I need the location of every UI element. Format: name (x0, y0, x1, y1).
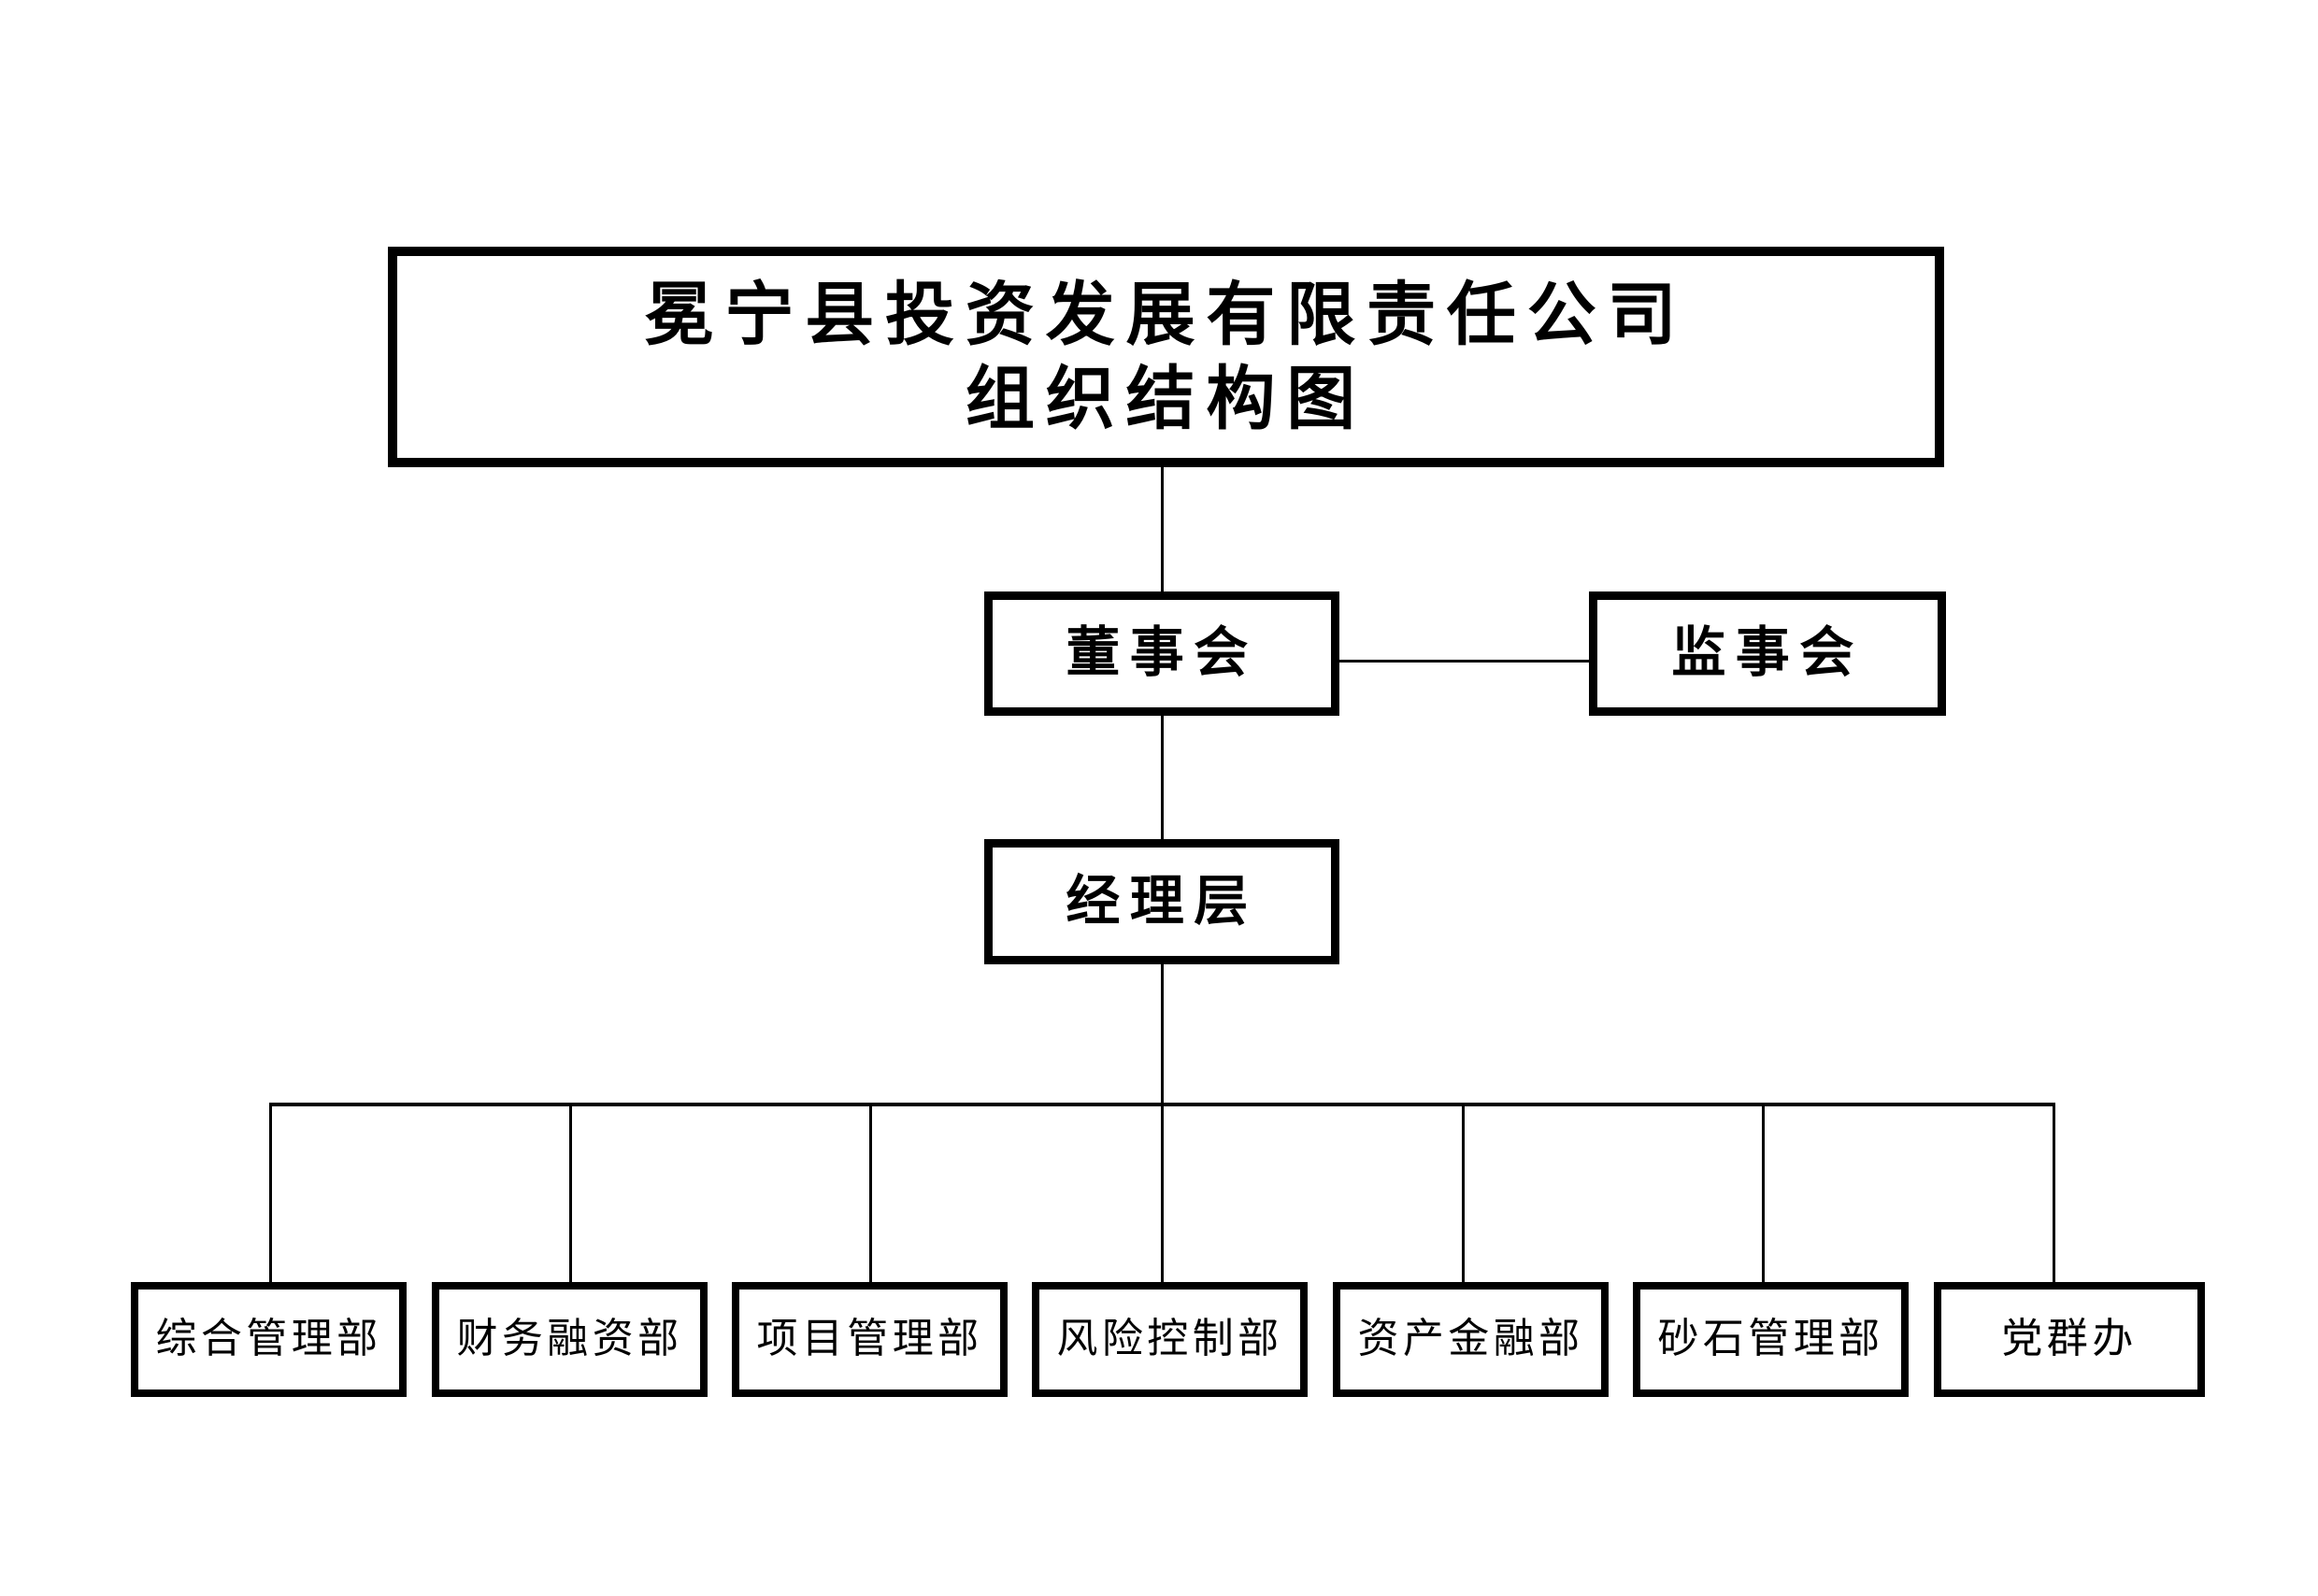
connector-board-to-supervisors (1339, 660, 1589, 663)
org-node-dept-label: 项目管理部 (756, 1316, 983, 1362)
org-root-title-text: 冕宁县投资发展有限责任公司 组织结构图 (644, 275, 1688, 437)
connector-drop-dept-3 (869, 1103, 872, 1284)
org-node-dept-label: 综合管理部 (155, 1316, 382, 1362)
connector-title-to-board (1161, 465, 1164, 593)
org-node-dept-label: 资产金融部 (1357, 1316, 1584, 1362)
org-node-dept-project-management: 项目管理部 (732, 1282, 1008, 1397)
connector-drop-dept-5 (1462, 1103, 1465, 1284)
org-node-dept-finance-financing: 财务融资部 (432, 1282, 708, 1397)
connector-management-to-bus (1161, 962, 1164, 1105)
org-node-dept-risk-control: 风险控制部 (1032, 1282, 1308, 1397)
org-node-supervisors-label: 监事会 (1671, 622, 1864, 684)
org-node-dept-label: 财务融资部 (456, 1316, 683, 1362)
org-node-dept-comprehensive-management: 综合管理部 (131, 1282, 407, 1397)
connector-drop-dept-7 (2053, 1103, 2055, 1284)
org-node-dept-label: 砂石管理部 (1657, 1316, 1884, 1362)
org-node-dept-asset-finance: 资产金融部 (1333, 1282, 1609, 1397)
org-root-title-box: 冕宁县投资发展有限责任公司 组织结构图 (388, 247, 1944, 467)
connector-drop-dept-6 (1762, 1103, 1765, 1284)
org-node-dept-party-mass-office: 党群办 (1934, 1282, 2205, 1397)
org-node-management-label: 经理层 (1066, 870, 1258, 932)
org-node-management-level: 经理层 (984, 839, 1339, 964)
connector-drop-dept-1 (269, 1103, 272, 1284)
connector-board-to-management (1161, 714, 1164, 841)
org-node-board-of-directors: 董事会 (984, 591, 1339, 716)
org-node-dept-sand-gravel-management: 砂石管理部 (1633, 1282, 1909, 1397)
org-node-board-label: 董事会 (1066, 622, 1258, 684)
connector-drop-dept-4 (1161, 1103, 1164, 1284)
connector-drop-dept-2 (569, 1103, 572, 1284)
org-node-dept-label: 党群办 (2001, 1316, 2138, 1362)
org-node-dept-label: 风险控制部 (1056, 1316, 1283, 1362)
org-node-board-of-supervisors: 监事会 (1589, 591, 1946, 716)
